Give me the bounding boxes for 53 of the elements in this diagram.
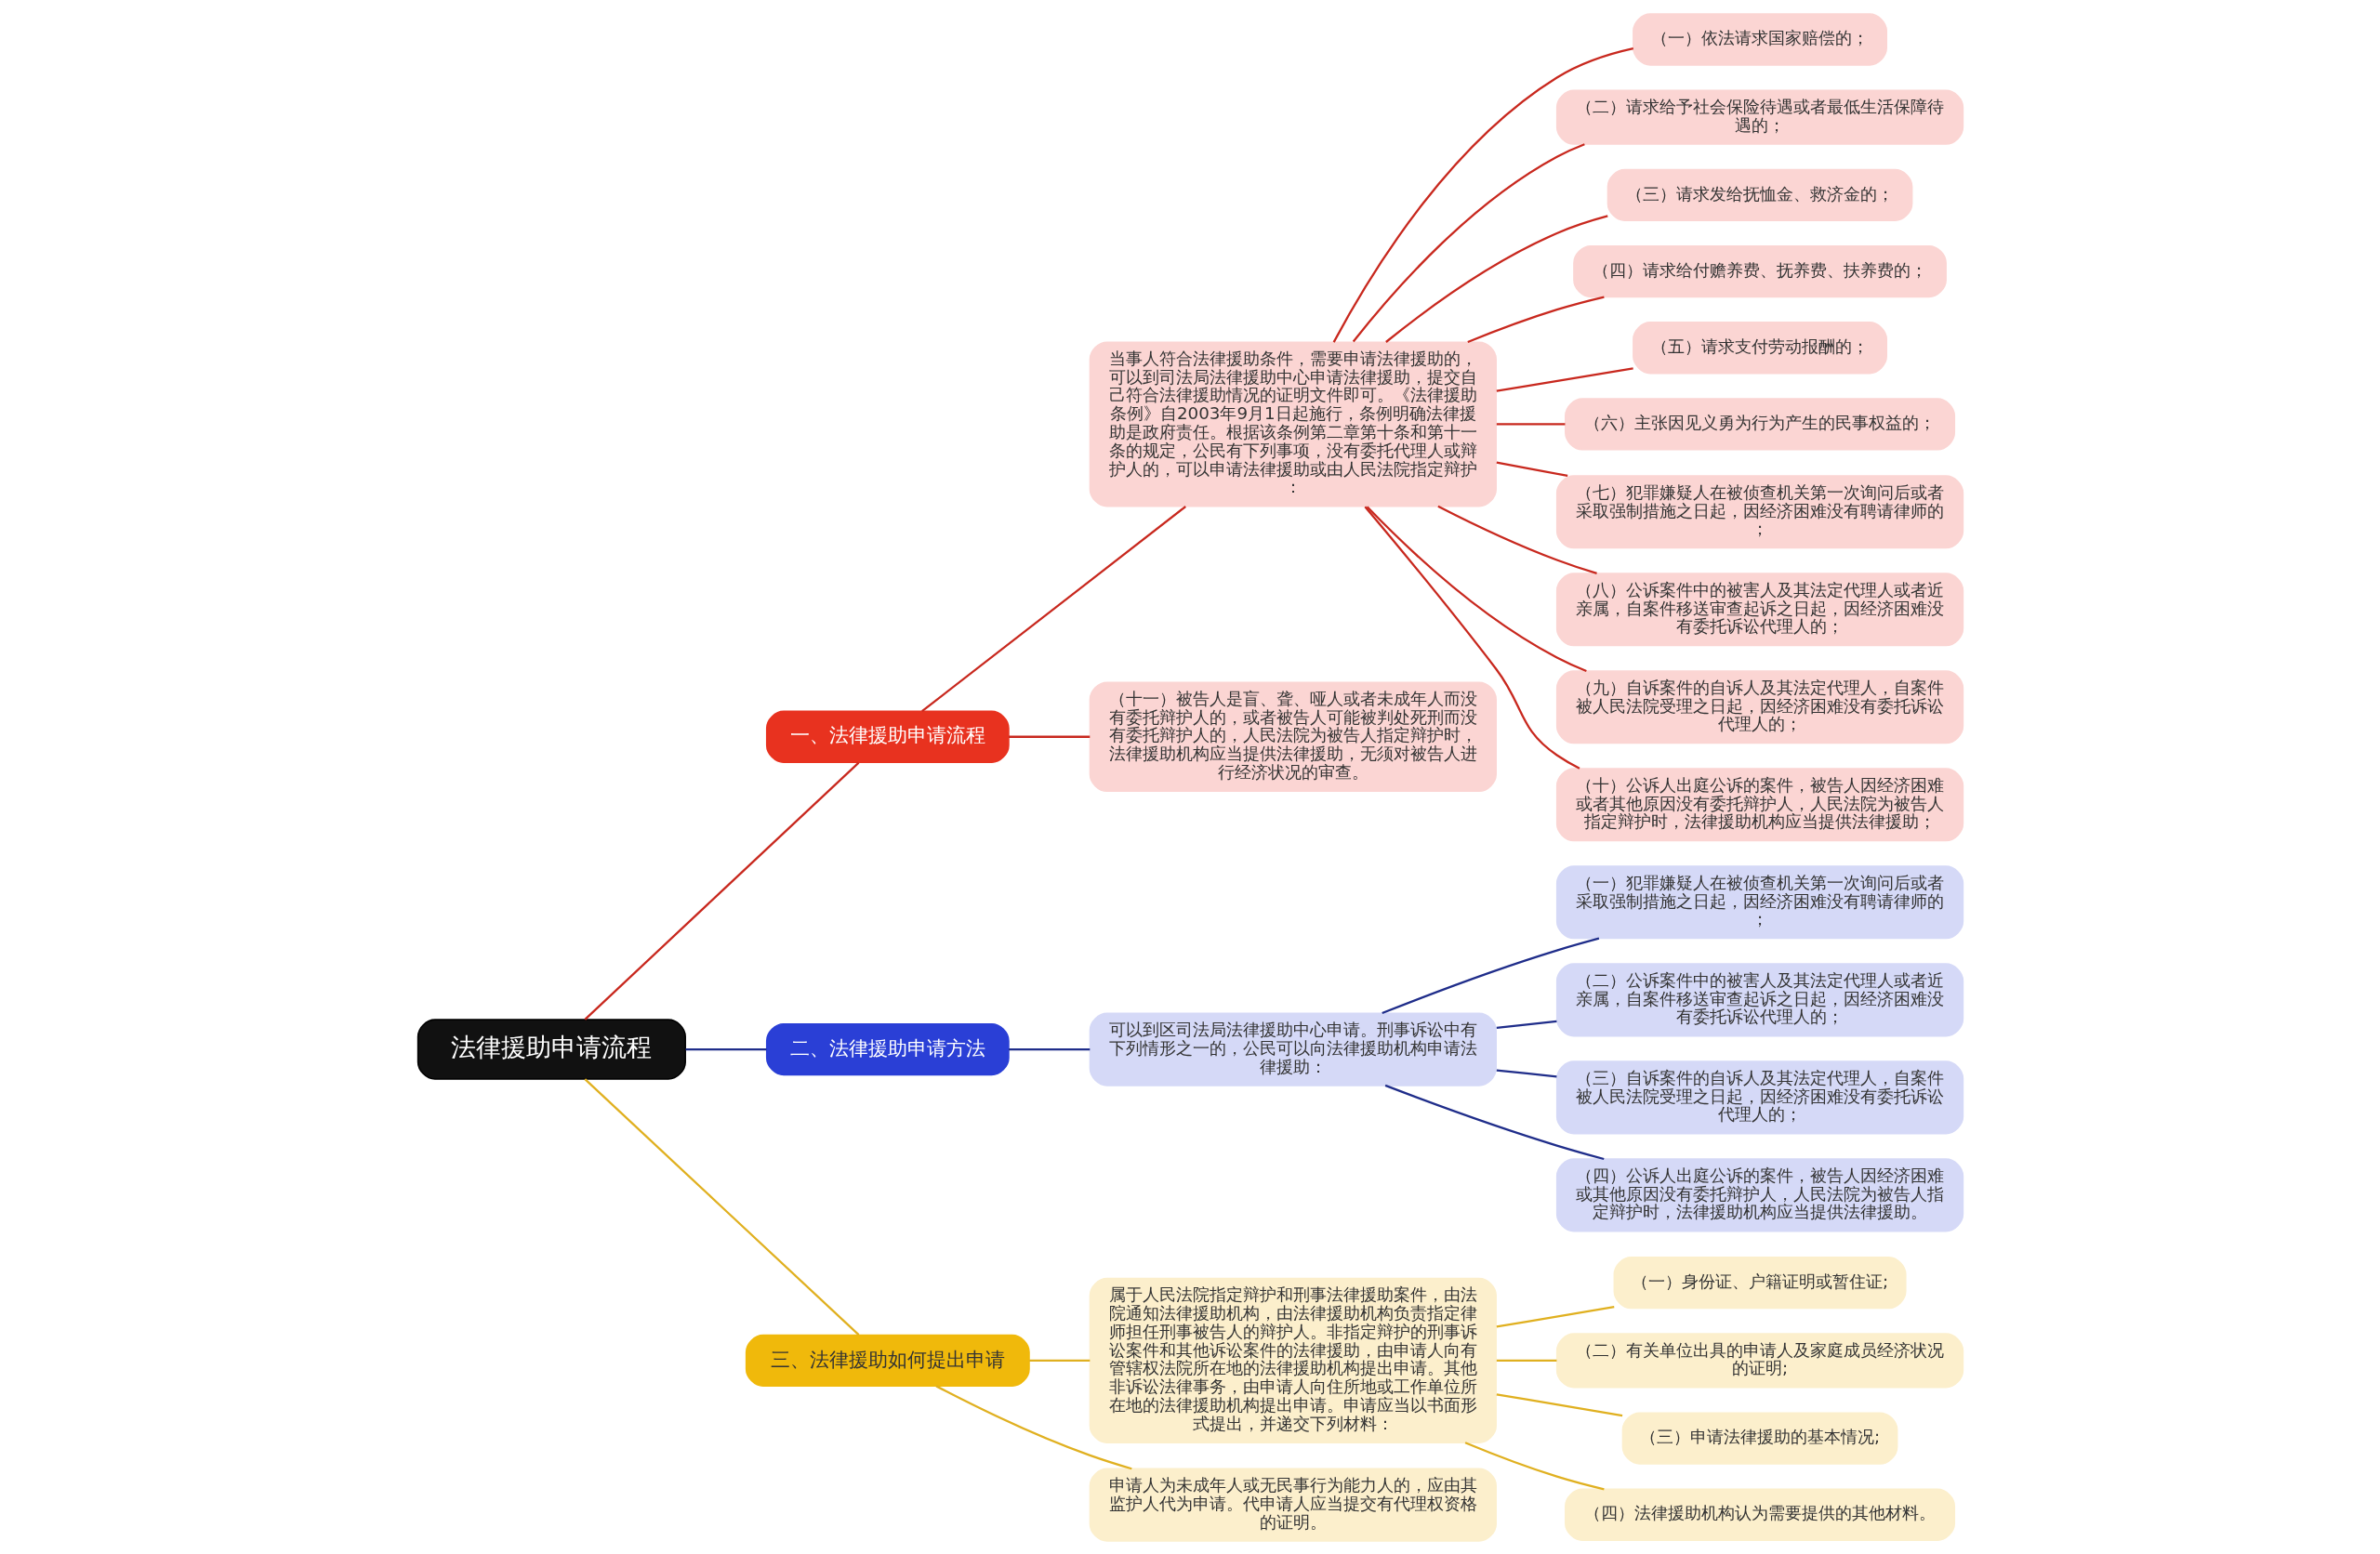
connector	[920, 505, 1186, 712]
connector	[685, 1047, 766, 1050]
node-box: （六）主张因见义勇为行为产生的民事权益的；	[1564, 397, 1955, 451]
node-box: （三）请求发给抚恤金、救济金的；	[1606, 168, 1912, 221]
node-box: （二）有关单位出具的申请人及家庭成员经济状况的证明;	[1555, 1332, 1964, 1389]
connector	[935, 1384, 1132, 1469]
connector	[1466, 295, 1605, 343]
connector	[1496, 1020, 1557, 1029]
node-box: （二）公诉案件中的被害人及其法定代理人或者近亲属，自案件移送审查起诉之日起，因经济困难没有委托诉讼代理人的；	[1555, 962, 1964, 1036]
connector	[1028, 1359, 1090, 1362]
connector	[1496, 422, 1565, 426]
node-box: （七）犯罪嫌疑人在被侦查机关第一次询问后或者采取强制措施之日起，因经济困难没有聘请律师的；	[1555, 474, 1964, 548]
connector	[1366, 506, 1587, 672]
node-box: （十一）被告人是盲、聋、哑人或者未成年人而没有委托辩护人的，或者被告人可能被判处死刑而没有委托辩护人的，人民法院为被告人指定辩护时，法律援助机构应当提供法律援助，无须对被告人进行经济状况的审查。	[1089, 680, 1497, 792]
connector	[1008, 1047, 1090, 1050]
node-box: （二）请求给予社会保险待遇或者最低生活保障待遇的；	[1555, 89, 1964, 145]
node-box: 三、法律援助如何提出申请	[745, 1334, 1030, 1387]
node-box: （八）公诉案件中的被害人及其法定代理人或者近亲属，自案件移送审查起诉之日起，因经济困难没有委托诉讼代理人的；	[1555, 572, 1964, 646]
connector	[1496, 1359, 1556, 1362]
node-box: （十）公诉人出庭公诉的案件，被告人因经济困难或者其他原因没有委托辩护人，人民法院为被告人指定辩护时，法律援助机构应当提供法律援助；	[1555, 767, 1964, 841]
connector	[1008, 735, 1090, 738]
connector	[1496, 1392, 1622, 1416]
connector	[1332, 46, 1633, 343]
connector	[1496, 1305, 1614, 1328]
node-box: 属于人民法院指定辩护和刑事法律援助案件，由法院通知法律援助机构，由法律援助机构负责指定律师担任刑事被告人的辩护人。非指定辩护的刑事诉讼案件和其他诉讼案件的法律援助，由申请人向有管辖权法院所在地的法律援助机构提出申请。其他非诉讼法律事务，由申请人向住所地或工作单位所在地的法律援助机构提出申请。申请应当以书面形式提出，并递交下列材料：	[1089, 1277, 1497, 1443]
connector	[1436, 505, 1597, 574]
connector	[1352, 142, 1585, 342]
node-box: （九）自诉案件的自诉人及其法定代理人，自案件被人民法院受理之日起，因经济困难没有委托诉讼代理人的；	[1555, 669, 1964, 744]
connector	[1381, 937, 1599, 1014]
node-box: （一）犯罪嫌疑人在被侦查机关第一次询问后或者采取强制措施之日起，因经济困难没有聘请律师的；	[1555, 864, 1964, 939]
node-box: （三）申请法律援助的基本情况;	[1621, 1411, 1897, 1465]
node-box: （三）自诉案件的自诉人及其法定代理人，自案件被人民法院受理之日起，因经济困难没有委托诉讼代理人的；	[1555, 1060, 1964, 1134]
connector	[1496, 460, 1567, 477]
node-box: 法律援助申请流程	[416, 1018, 686, 1080]
node-box: 当事人符合法律援助条件，需要申请法律援助的，可以到司法局法律援助中心申请法律援助，提交自己符合法律援助情况的证明文件即可。《法律援助条例》自2003年9月1日起施行，条例明确法律援助是政府责任。根据该条例第二章第十条和第十一条的规定，公民有下列事项，没有委托代理人或辩护人的，可以申请法律援助或由人民法院指定辩护：	[1089, 340, 1497, 507]
connector	[1384, 1084, 1605, 1160]
connector	[584, 1077, 859, 1336]
node-box: 二、法律援助申请方法	[765, 1022, 1010, 1075]
node-box: （四）公诉人出庭公诉的案件，被告人因经济困难或其他原因没有委托辩护人，人民法院为被告人指定辩护时，法律援助机构应当提供法律援助。	[1555, 1157, 1964, 1231]
node-box: 一、法律援助申请流程	[765, 710, 1010, 763]
connector	[584, 761, 859, 1021]
connector	[1496, 366, 1633, 392]
node-box: （一）依法请求国家赔偿的；	[1632, 12, 1887, 66]
connector	[1496, 1068, 1556, 1077]
node-box: 可以到区司法局法律援助中心申请。刑事诉讼中有下列情形之一的，公民可以向法律援助机构申请法律援助：	[1089, 1012, 1497, 1086]
node-box: （四）法律援助机构认为需要提供的其他材料。	[1564, 1488, 1955, 1541]
node-box: （一）身份证、户籍证明或暂住证;	[1613, 1256, 1907, 1309]
node-box: 申请人为未成年人或无民事行为能力人的，应由其监护人代为申请。代申请人应当提交有代理权资格的证明。	[1089, 1468, 1497, 1542]
node-box: （五）请求支付劳动报酬的；	[1632, 321, 1887, 374]
connector	[1384, 214, 1608, 343]
connector	[1363, 506, 1580, 770]
connector	[1464, 1441, 1605, 1490]
node-box: （四）请求给付赡养费、抚养费、扶养费的；	[1572, 244, 1947, 297]
